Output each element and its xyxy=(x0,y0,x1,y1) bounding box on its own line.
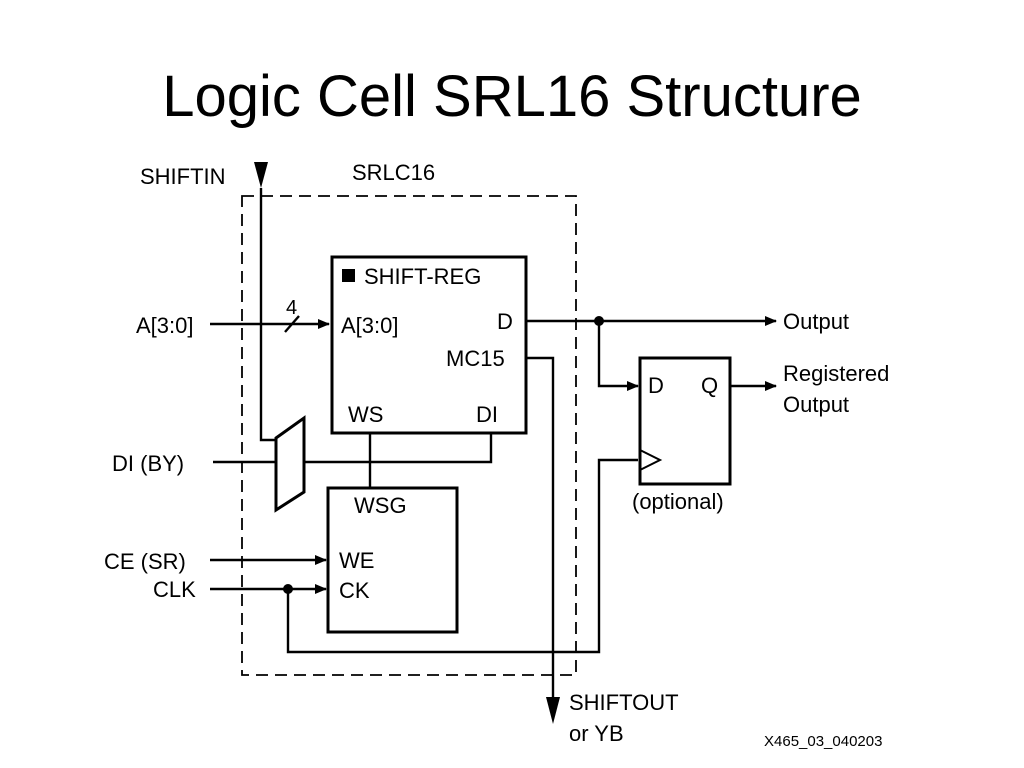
addr-input-label: A[3:0] xyxy=(136,313,193,338)
wsg-port-we: WE xyxy=(339,548,374,573)
mux-shape xyxy=(274,415,306,513)
shift-reg-port-di: DI xyxy=(476,402,498,427)
bus-width-label: 4 xyxy=(286,297,297,319)
shift-reg-square-icon xyxy=(342,269,355,282)
wsg-block: WSG WE CK xyxy=(326,486,459,634)
srlc16-label: SRLC16 xyxy=(352,160,435,185)
flipflop-block: D Q (optional) xyxy=(632,356,732,514)
registered-output-label-line1: Registered xyxy=(783,361,889,386)
output-label: Output xyxy=(783,309,849,334)
figure-code: X465_03_040203 xyxy=(764,733,882,750)
wsg-title: WSG xyxy=(354,493,407,518)
flipflop-box xyxy=(638,356,732,486)
shift-reg-port-addr: A[3:0] xyxy=(341,313,398,338)
wsg-port-ck: CK xyxy=(339,578,370,603)
wsg-box xyxy=(326,486,459,634)
d-to-flipflop-wire xyxy=(597,321,639,391)
srlc16-container xyxy=(241,195,577,676)
shiftout-label-line2: or YB xyxy=(569,721,624,746)
bus-slash-icon xyxy=(284,315,300,333)
shift-reg-port-d: D xyxy=(497,309,513,334)
flipflop-clock-icon xyxy=(639,449,663,471)
mc15-shiftout-wire xyxy=(526,356,555,700)
registered-output-label-line2: Output xyxy=(783,392,849,417)
clk-input-label: CLK xyxy=(153,577,196,602)
clk-to-flipflop-wire xyxy=(286,458,638,654)
flipflop-port-q: Q xyxy=(701,373,718,398)
shift-reg-title: SHIFT-REG xyxy=(364,264,481,289)
flipflop-port-d: D xyxy=(648,373,664,398)
shift-reg-port-ws: WS xyxy=(348,402,383,427)
flipflop-caption: (optional) xyxy=(632,489,724,514)
shiftin-wire xyxy=(259,188,277,442)
shift-reg-block: SHIFT-REG A[3:0] D MC15 WS DI xyxy=(330,255,528,435)
shiftout-label-line1: SHIFTOUT xyxy=(569,690,679,715)
di-input-label: DI (BY) xyxy=(112,451,184,476)
shift-reg-box xyxy=(330,255,528,435)
shift-reg-port-mc15: MC15 xyxy=(446,346,505,371)
shiftout-arrow-icon xyxy=(546,697,560,724)
shiftin-arrow-icon xyxy=(254,162,268,188)
mux-to-di-wire xyxy=(304,433,493,464)
shiftin-label: SHIFTIN xyxy=(140,164,226,189)
ce-input-label: CE (SR) xyxy=(104,549,186,574)
page-title: Logic Cell SRL16 Structure xyxy=(162,64,862,129)
